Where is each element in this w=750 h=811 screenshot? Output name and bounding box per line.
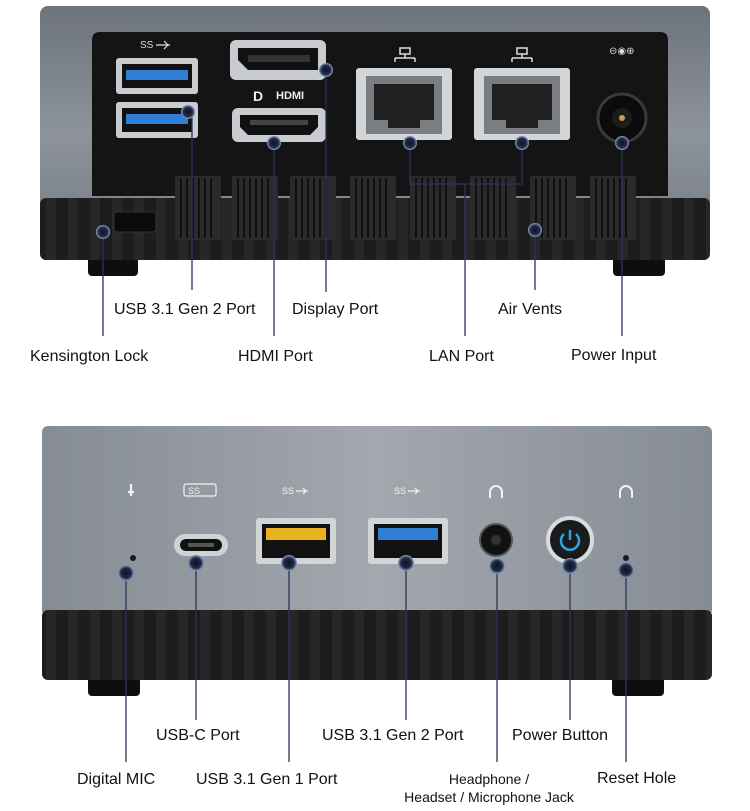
headphone-jack bbox=[479, 523, 513, 557]
power-input-jack: ⊖◉⊕ bbox=[596, 46, 648, 144]
dc-polarity-icon: ⊖◉⊕ bbox=[609, 46, 634, 57]
dp-logo: D bbox=[253, 88, 263, 104]
front-usb-gen2-trident-icon bbox=[408, 487, 420, 495]
label-reset-hole: Reset Hole bbox=[597, 770, 677, 787]
power-button bbox=[546, 516, 594, 564]
label-power-button: Power Button bbox=[512, 727, 609, 744]
front-foot-left bbox=[88, 676, 140, 696]
rear-view: SS D HDMI bbox=[40, 6, 710, 336]
label-power-input: Power Input bbox=[571, 347, 657, 364]
reset-icon bbox=[619, 485, 633, 498]
label-kensington-lock: Kensington Lock bbox=[30, 348, 149, 365]
front-usb-gen2-ss-logo: SS bbox=[394, 486, 406, 496]
microphone-icon bbox=[128, 484, 134, 496]
label-usb-c-port: USB-C Port bbox=[156, 727, 240, 744]
usb-31-gen1-port bbox=[256, 518, 336, 564]
lan-network-icon-2 bbox=[511, 47, 533, 62]
label-lan-port: LAN Port bbox=[429, 348, 494, 365]
front-foot-right bbox=[612, 676, 664, 696]
display-port-connector bbox=[230, 40, 326, 80]
hdmi-logo: HDMI bbox=[276, 90, 304, 102]
usb-31-gen2-front-port bbox=[368, 518, 448, 564]
label-air-vents: Air Vents bbox=[498, 301, 563, 318]
headphone-icon bbox=[489, 485, 503, 498]
rear-usb-a-ports bbox=[116, 58, 198, 138]
lan-port-1 bbox=[356, 47, 452, 140]
label-usb31-gen2-rear: USB 3.1 Gen 2 Port bbox=[114, 301, 256, 318]
label-usb31-gen2-front: USB 3.1 Gen 2 Port bbox=[322, 727, 464, 744]
front-callout-dots bbox=[118, 555, 634, 581]
rear-usb-trident-icon bbox=[156, 40, 170, 50]
label-display-port: Display Port bbox=[292, 301, 379, 318]
front-usb-gen1-ss-logo: SS bbox=[282, 486, 294, 496]
label-hdmi-port: HDMI Port bbox=[238, 348, 313, 365]
front-view: SS SS SS bbox=[42, 426, 712, 762]
front-bottom-band bbox=[42, 610, 712, 680]
label-headphone-line2: Headset / Microphone Jack bbox=[404, 789, 574, 805]
label-headphone-line1: Headphone / bbox=[448, 771, 530, 787]
rear-callout-dots bbox=[96, 63, 629, 239]
svg-text:SS: SS bbox=[188, 486, 200, 496]
label-digital-mic: Digital MIC bbox=[77, 771, 156, 788]
hdmi-connector bbox=[232, 108, 326, 142]
power-icon bbox=[559, 533, 581, 551]
lan-network-icon bbox=[394, 47, 416, 62]
front-usb-gen1-trident-icon bbox=[296, 487, 308, 495]
kensington-lock-slot bbox=[113, 211, 157, 233]
reset-hole bbox=[623, 555, 629, 561]
label-usb31-gen1: USB 3.1 Gen 1 Port bbox=[196, 771, 338, 788]
lan-port-2 bbox=[474, 47, 570, 140]
usb-c-port bbox=[174, 534, 228, 556]
rear-usb-ss-logo: SS bbox=[140, 40, 154, 51]
label-headphone-jack: Headphone / Headset / Microphone Jack bbox=[400, 770, 578, 806]
digital-mic-hole bbox=[130, 555, 136, 561]
usb-c-ss-logo: SS bbox=[183, 483, 217, 497]
